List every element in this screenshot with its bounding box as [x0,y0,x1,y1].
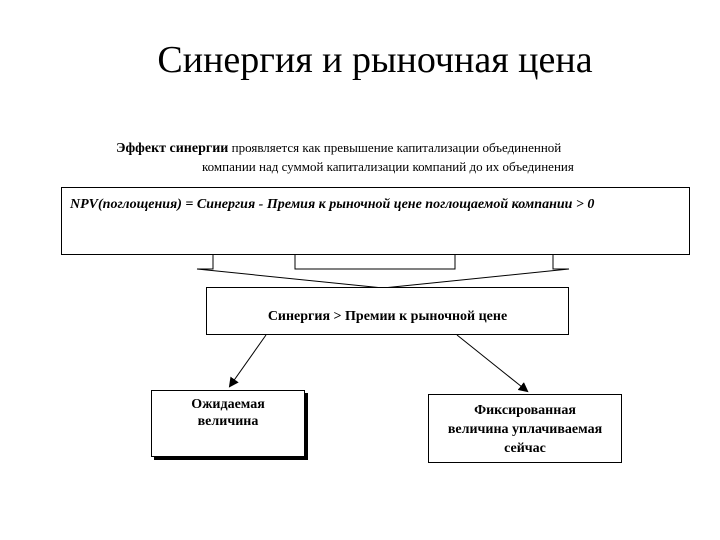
fixed-value-box: Фиксированная величина уплачиваемая сейч… [428,394,622,463]
slide-title: Синергия и рыночная цена [157,39,593,81]
synergy-condition-text: Синергия > Премии к рыночной цене [267,309,508,324]
intro-text: Эффект синергии проявляется как превышен… [116,139,616,176]
block-arrow [196,253,570,289]
npv-formula-text: NPV(поглощения) = Синергия - Премия к ры… [70,197,595,212]
npv-formula-box: NPV(поглощения) = Синергия - Премия к ры… [61,187,690,255]
intro-line-1: Эффект синергии проявляется как превышен… [116,139,616,158]
expected-line-1: Ожидаемая [191,397,265,412]
fixed-line-2: величина уплачиваемая [447,422,603,437]
arrow-to-expected [228,334,267,388]
arrow-to-fixed [456,334,529,393]
expected-line-2: величина [197,414,259,429]
fixed-line-1: Фиксированная [474,403,576,418]
intro-term: Эффект синергии [116,141,229,156]
intro-line-1-rest: проявляется как превышение капитализации… [228,140,562,155]
intro-line-2: компании над суммой капитализации компан… [202,159,574,174]
expected-value-box: Ожидаемая величина [151,390,305,457]
fixed-line-3: сейчас [504,441,546,456]
synergy-condition-box: Синергия > Премии к рыночной цене [206,287,569,335]
